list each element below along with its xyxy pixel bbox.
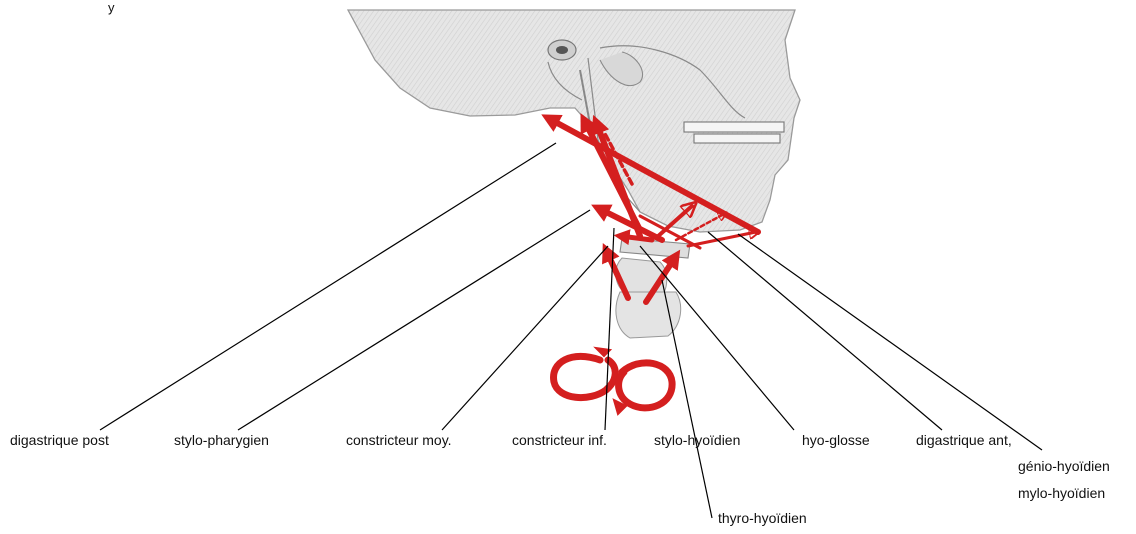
label-thyro-hyoidien: thyro-hyoïdien	[718, 510, 807, 526]
label-hyo-glosse: hyo-glosse	[802, 432, 870, 448]
rotation-loops	[554, 348, 673, 414]
label-digastrique-ant: digastrique ant,	[916, 432, 1012, 448]
label-genio-hyoidien: génio-hyoïdien	[1018, 458, 1110, 474]
label-mylo-hyoidien: mylo-hyoïdien	[1018, 485, 1105, 501]
leader-lines	[100, 143, 1042, 518]
skull-drawing	[348, 10, 800, 232]
leader-hyo-glosse	[708, 232, 942, 430]
label-constricteur-inf: constricteur inf.	[512, 432, 607, 448]
label-stylo-hyoidien: stylo-hyoïdien	[654, 432, 740, 448]
label-digastrique-post: digastrique post	[10, 432, 109, 448]
leader-digastrique-post	[100, 143, 556, 430]
label-constricteur-moy: constricteur moy.	[346, 432, 452, 448]
label-top-fragment: y	[108, 0, 115, 16]
leader-constricteur-moy	[442, 246, 608, 430]
label-stylo-pharygien: stylo-pharygien	[174, 432, 269, 448]
leader-stylo-pharygien	[238, 210, 590, 430]
